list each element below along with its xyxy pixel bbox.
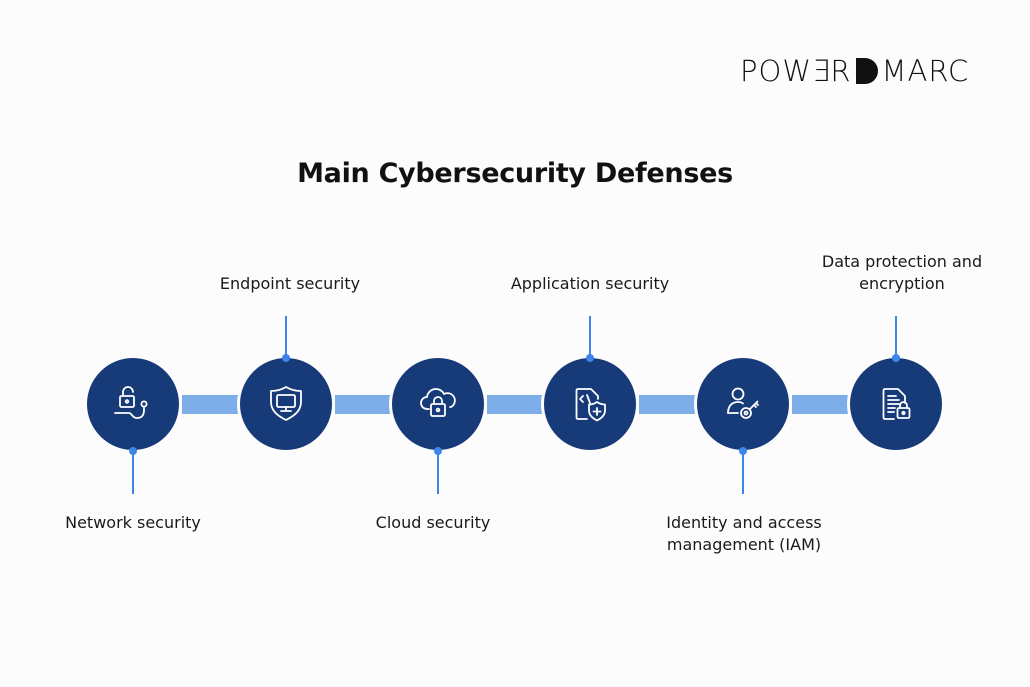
label-line: encryption xyxy=(859,274,945,293)
document-lock-icon xyxy=(882,388,911,420)
code-file-shield-icon xyxy=(575,388,606,422)
node-network-security xyxy=(87,358,179,450)
connector-bar xyxy=(487,395,542,414)
logo-text-r: R xyxy=(830,54,852,88)
label-cloud-security: Cloud security xyxy=(375,513,491,532)
label-stem xyxy=(285,316,287,358)
logo-text-e: Ǝ xyxy=(812,54,831,88)
stem-dot xyxy=(129,447,137,455)
stem-dot xyxy=(434,447,442,455)
stem-dot xyxy=(282,354,290,362)
label-line: Data protection and xyxy=(821,252,983,271)
page-title: Main Cybersecurity Defenses xyxy=(297,158,733,189)
label-stem xyxy=(742,452,744,494)
label-stem xyxy=(132,452,134,494)
node-endpoint-security xyxy=(240,358,332,450)
node-cloud-security xyxy=(392,358,484,450)
logo-text-pow: POW xyxy=(740,54,812,88)
stem-dot xyxy=(892,354,900,362)
connector-bar xyxy=(792,395,848,414)
logo-d-mark-icon xyxy=(856,58,879,84)
cloud-lock-icon xyxy=(420,388,456,417)
user-key-icon xyxy=(727,387,759,419)
connector-bar xyxy=(335,395,390,414)
unlocked-padlock-cable-icon xyxy=(114,386,148,419)
connector-bar xyxy=(639,395,695,414)
label-line: Identity and access xyxy=(666,513,822,532)
label-line: management (IAM) xyxy=(666,535,822,554)
label-endpoint-security: Endpoint security xyxy=(219,274,361,293)
connector-bar xyxy=(182,395,238,414)
node-application-security xyxy=(544,358,636,450)
label-application-security: Application security xyxy=(510,274,670,293)
shield-monitor-icon xyxy=(270,386,302,421)
label-network-security: Network security xyxy=(65,513,201,532)
stem-dot xyxy=(739,447,747,455)
label-data-protection-encryption: Data protection and encryption xyxy=(782,251,1022,295)
label-identity-access-management: Identity and access management (IAM) xyxy=(624,512,864,556)
label-stem xyxy=(589,316,591,358)
node-data-protection-encryption xyxy=(850,358,942,450)
stem-dot xyxy=(586,354,594,362)
logo-text-marc: MARC xyxy=(881,54,970,88)
node-identity-access-management xyxy=(697,358,789,450)
label-stem xyxy=(437,452,439,494)
label-stem xyxy=(895,316,897,358)
